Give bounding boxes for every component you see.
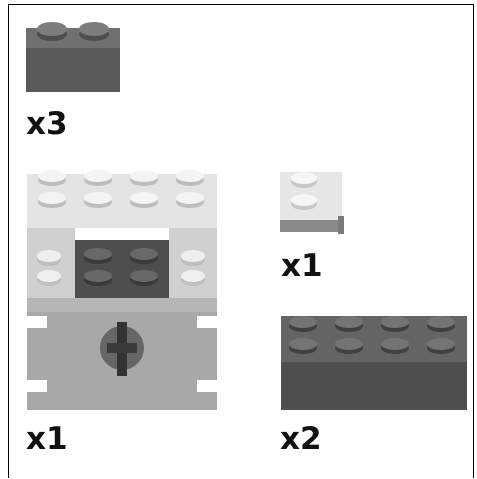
quantity-label: x1 xyxy=(281,248,323,284)
part-brick-2x4 xyxy=(279,310,469,412)
clip-plate-icon xyxy=(280,172,344,234)
part-clip-plate xyxy=(278,168,348,238)
part-brick-1x2 xyxy=(24,14,124,96)
brick-2x4-icon xyxy=(281,316,467,410)
frame-assembly-icon xyxy=(27,170,217,410)
part-frame-assembly xyxy=(25,166,221,412)
brick-1x2-icon xyxy=(26,22,120,92)
quantity-label: x1 xyxy=(26,421,68,457)
parts-list-frame xyxy=(8,4,474,478)
quantity-label: x3 xyxy=(26,106,68,142)
quantity-label: x2 xyxy=(280,421,322,457)
